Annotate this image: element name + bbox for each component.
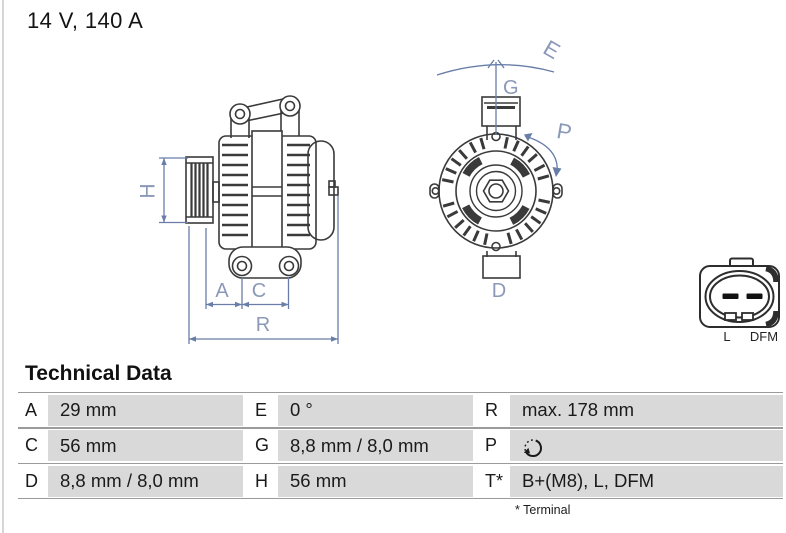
rotation-direction-icon <box>523 438 542 457</box>
connector-diagram <box>699 257 780 328</box>
dim-label-d: D <box>492 280 506 302</box>
row2-value-g: 8,8 mm / 8,0 mm <box>278 430 473 461</box>
row2-value-c: 56 mm <box>48 430 243 461</box>
table-row: C 56 mm G 8,8 mm / 8,0 mm P <box>18 430 783 461</box>
row1-value-r: max. 178 mm <box>510 394 783 426</box>
row2-label-p: P <box>485 435 498 455</box>
dim-label-c: C <box>252 280 266 302</box>
row3-label-h: H <box>255 470 268 491</box>
row1-label-a: A <box>25 399 38 420</box>
table-row: D 8,8 mm / 8,0 mm H 56 mm T* B+(M8), L, … <box>18 465 783 497</box>
connector-pin-l-label: L <box>723 329 730 344</box>
side-center-band <box>251 130 283 254</box>
technical-data-heading: Technical Data <box>25 362 172 385</box>
row2-value-p <box>510 430 783 461</box>
connector-key-bottom <box>765 310 779 328</box>
technical-data-section: Technical Data A 29 mm E 0 ° R max. 178 … <box>18 362 783 517</box>
row-divider <box>18 427 783 429</box>
side-rear-cover <box>307 140 335 241</box>
front-top-mount <box>481 96 521 127</box>
page-title: 14 V, 140 A <box>27 8 144 33</box>
row1-label-e: E <box>255 399 268 420</box>
table-row: A 29 mm E 0 ° R max. 178 mm <box>18 394 783 426</box>
shaft-hex-nut <box>482 179 510 203</box>
dim-label-e: E <box>539 35 564 64</box>
connector-pin-dfm <box>746 293 763 299</box>
technical-data-table: A 29 mm E 0 ° R max. 178 mm C 56 mm G 8,… <box>18 392 783 499</box>
row2-label-g: G <box>255 435 270 455</box>
row3-label-d: D <box>25 470 38 491</box>
row1-label-r: R <box>485 399 498 420</box>
front-spoke-blocks <box>458 153 534 229</box>
alternator-side-view <box>185 95 339 279</box>
row3-value-d: 8,8 mm / 8,0 mm <box>48 465 243 497</box>
dim-label-g: G <box>503 77 519 99</box>
row2-label-c: C <box>25 435 38 455</box>
dim-label-r: R <box>256 314 270 336</box>
row-divider <box>18 462 783 464</box>
side-view-dimensions <box>159 157 339 344</box>
dim-label-h: H <box>137 183 160 198</box>
row3-value-t: B+(M8), L, DFM <box>510 465 783 497</box>
side-fins-left <box>222 143 248 237</box>
front-bottom-mount <box>482 255 521 279</box>
terminal-footnote: * Terminal <box>515 503 571 517</box>
connector-pin-dfm-label: DFM <box>750 329 778 344</box>
connector-key-top <box>765 265 779 283</box>
row1-value-e: 0 ° <box>278 394 473 426</box>
page-left-border <box>2 0 4 533</box>
side-terminal <box>328 186 339 196</box>
connector-pin-l <box>722 293 739 299</box>
e-angle-arc <box>436 64 555 76</box>
row3-value-h: 56 mm <box>278 465 473 497</box>
alternator-technical-drawing: H A C R <box>137 35 780 344</box>
dim-label-a: A <box>215 280 229 302</box>
row3-label-t: T* <box>485 470 503 491</box>
dim-label-p: P <box>555 118 574 145</box>
row1-value-a: 29 mm <box>48 394 243 426</box>
front-view-dimensions <box>436 59 562 177</box>
side-fins-right <box>287 143 310 237</box>
